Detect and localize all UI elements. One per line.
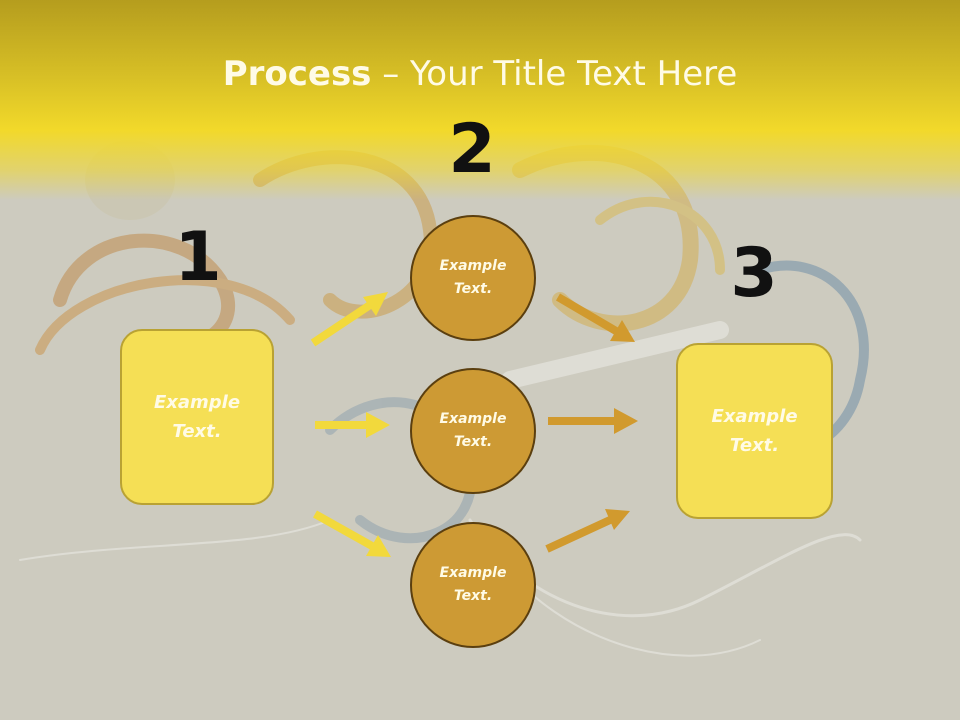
- arrow-1-to-bottom: [313, 510, 391, 557]
- step-3-box: Example Text.: [676, 343, 833, 519]
- step-2-circle-bottom-text: Example Text.: [439, 565, 507, 604]
- step-2-circle-top-text: Example Text.: [439, 258, 507, 297]
- step-2-circle-middle-text: Example Text.: [439, 411, 507, 450]
- title-band: [0, 0, 960, 200]
- arrow-top-to-3: [555, 293, 635, 342]
- step-2-circle-middle: Example Text.: [410, 368, 536, 494]
- step-1-box: Example Text.: [120, 329, 274, 505]
- slide-title: Process – Your Title Text Here: [0, 50, 960, 98]
- step-3-text: Example Text.: [711, 406, 798, 456]
- step-2-circle-top: Example Text.: [410, 215, 536, 341]
- title-bold: Process: [222, 54, 372, 94]
- step-1-text: Example Text.: [153, 392, 241, 442]
- step-2-circle-bottom: Example Text.: [410, 522, 536, 648]
- title-rest: – Your Title Text Here: [371, 54, 738, 94]
- arrow-middle-to-3: [548, 408, 638, 434]
- step-number-2: 2: [448, 110, 496, 189]
- step-number-3: 3: [730, 234, 778, 313]
- arrow-1-to-top: [310, 292, 388, 347]
- step-number-1: 1: [174, 218, 222, 297]
- arrow-bottom-to-3: [545, 509, 630, 553]
- arrow-1-to-middle: [315, 412, 390, 438]
